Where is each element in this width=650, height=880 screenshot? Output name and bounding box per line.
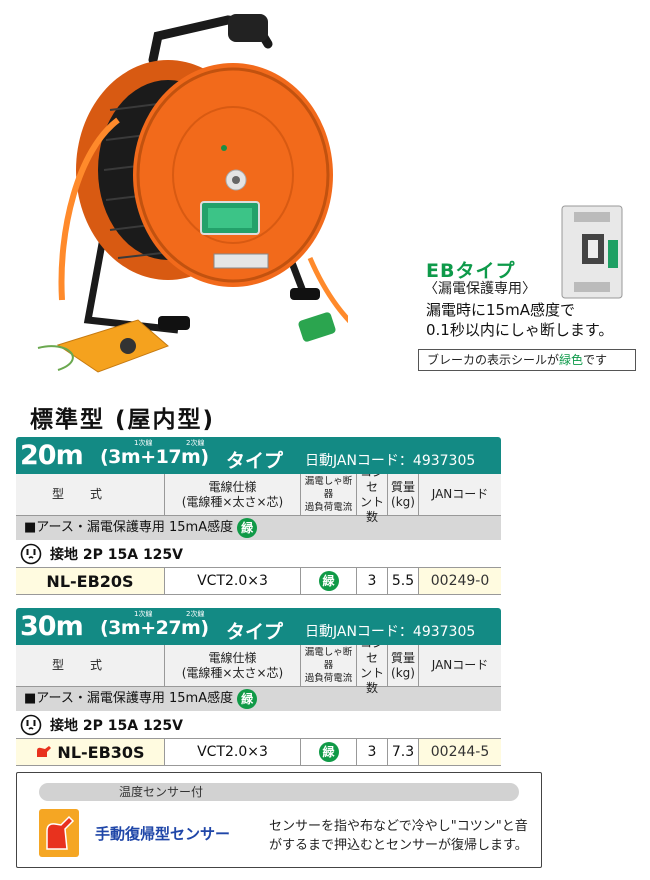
col-mass: 質量(kg): [387, 474, 418, 515]
col-wire: 電線仕様(電線種×太さ×芯): [164, 645, 300, 686]
breaker-sticker-note: ブレーカの表示シールが緑色です: [418, 349, 636, 371]
model-number: NL-EB20S: [16, 568, 164, 594]
eb-desc-line2: 0.1秒以内にしゃ断します。: [426, 321, 614, 339]
col-model: 型式: [51, 658, 128, 672]
model-number-cell: NL-EB30S: [16, 739, 164, 765]
spec-table-20m: 20m 1次線 2次線 (3m+17m) タイプ 日動JANコード：493730…: [16, 437, 501, 595]
feature-row: ■アース・漏電保護専用 15mA感度緑: [16, 687, 501, 711]
breaker-cell: 緑: [300, 739, 356, 765]
col-wire: 電線仕様(電線種×太さ×芯): [164, 474, 300, 515]
sensor-info-box: 温度センサー付 手動復帰型センサー センサーを指や布などで冷やし"コツン"と音 …: [16, 772, 542, 868]
feature-row: ■アース・漏電保護専用 15mA感度緑: [16, 516, 501, 540]
wire-spec: VCT2.0×3: [164, 568, 300, 594]
spec-header: 20m 1次線 2次線 (3m+17m) タイプ 日動JANコード：493730…: [16, 437, 501, 474]
col-model: 型式: [51, 487, 128, 501]
col-jan: JANコード: [418, 645, 501, 686]
ruby-secondary: 2次線: [186, 610, 205, 618]
table-row: NL-EB20S VCT2.0×3 緑 3 5.5 00249-0: [16, 568, 501, 595]
col-outlets: コンセント数: [356, 465, 387, 524]
ruby-primary: 1次線: [134, 610, 153, 618]
jan-code: 00249-0: [418, 568, 501, 594]
col-breaker: 漏電しゃ断器過負荷電流: [300, 645, 356, 686]
green-badge: 緑: [318, 571, 339, 591]
length-breakdown: (3m+17m): [100, 446, 209, 468]
hand-sensor-icon: [39, 809, 79, 857]
manual-reset-sensor-label: 手動復帰型センサー: [95, 825, 231, 843]
outlet-count: 3: [356, 568, 387, 594]
grounded-outlet-icon: [20, 714, 42, 735]
spec-header: 30m 1次線 2次線 (3m+27m) タイプ 日動JANコード：493730…: [16, 608, 501, 645]
sensor-description: センサーを指や布などで冷やし"コツン"と音 がするまで押込むとセンサーが復帰しま…: [269, 817, 528, 855]
type-label: タイプ: [226, 621, 284, 643]
mass-value: 5.5: [387, 568, 418, 594]
outlet-spec-row: 接地 2P 15A 125V: [16, 711, 501, 739]
col-outlets: コンセント数: [356, 636, 387, 695]
reel-length: 20m: [20, 440, 84, 471]
sensor-desc-line1: センサーを指や布などで冷やし"コツン"と音: [269, 819, 528, 834]
mass-value: 7.3: [387, 739, 418, 765]
eb-type-description: 漏電時に15mA感度で 0.1秒以内にしゃ断します。: [426, 300, 613, 340]
outlet-count: 3: [356, 739, 387, 765]
eb-type-title: EBタイプ: [426, 260, 516, 282]
col-breaker: 漏電しゃ断器過負荷電流: [300, 474, 356, 515]
grounded-outlet-icon: [20, 543, 42, 564]
ruby-primary: 1次線: [134, 439, 153, 447]
sensor-desc-line2: がするまで押込むとセンサーが復帰します。: [269, 838, 528, 853]
hand-sensor-icon: [37, 746, 52, 757]
eb-desc-line1: 漏電時に15mA感度で: [426, 301, 575, 319]
temperature-sensor-bar: 温度センサー付: [39, 783, 519, 801]
length-breakdown: (3m+27m): [100, 617, 209, 639]
reel-length: 30m: [20, 611, 84, 642]
wire-spec: VCT2.0×3: [164, 739, 300, 765]
breaker-cell: 緑: [300, 568, 356, 594]
outlet-spec-row: 接地 2P 15A 125V: [16, 540, 501, 568]
ruby-secondary: 2次線: [186, 439, 205, 447]
breaker-image: [561, 205, 623, 299]
col-jan: JANコード: [418, 474, 501, 515]
green-badge: 緑: [318, 742, 339, 762]
jan-code: 00244-5: [418, 739, 501, 765]
spec-table-30m: 30m 1次線 2次線 (3m+27m) タイプ 日動JANコード：493730…: [16, 608, 501, 766]
eb-type-subtitle: 〈漏電保護専用〉: [424, 281, 536, 297]
table-row: NL-EB30S VCT2.0×3 緑 3 7.3 00244-5: [16, 739, 501, 766]
type-label: タイプ: [226, 450, 284, 472]
col-mass: 質量(kg): [387, 645, 418, 686]
section-heading: 標準型 (屋内型): [30, 407, 216, 433]
green-badge: 緑: [237, 518, 258, 538]
jan-prefix: 日動JANコード：4937305: [305, 453, 476, 469]
model-number: NL-EB30S: [57, 742, 145, 762]
note-text-before: ブレーカの表示シールが: [427, 353, 560, 367]
jan-prefix: 日動JANコード：4937305: [305, 624, 476, 640]
green-badge: 緑: [237, 689, 258, 709]
cord-reel-image: [37, 14, 348, 373]
note-text-after: です: [583, 353, 608, 367]
note-text-green: 緑色: [559, 353, 584, 367]
